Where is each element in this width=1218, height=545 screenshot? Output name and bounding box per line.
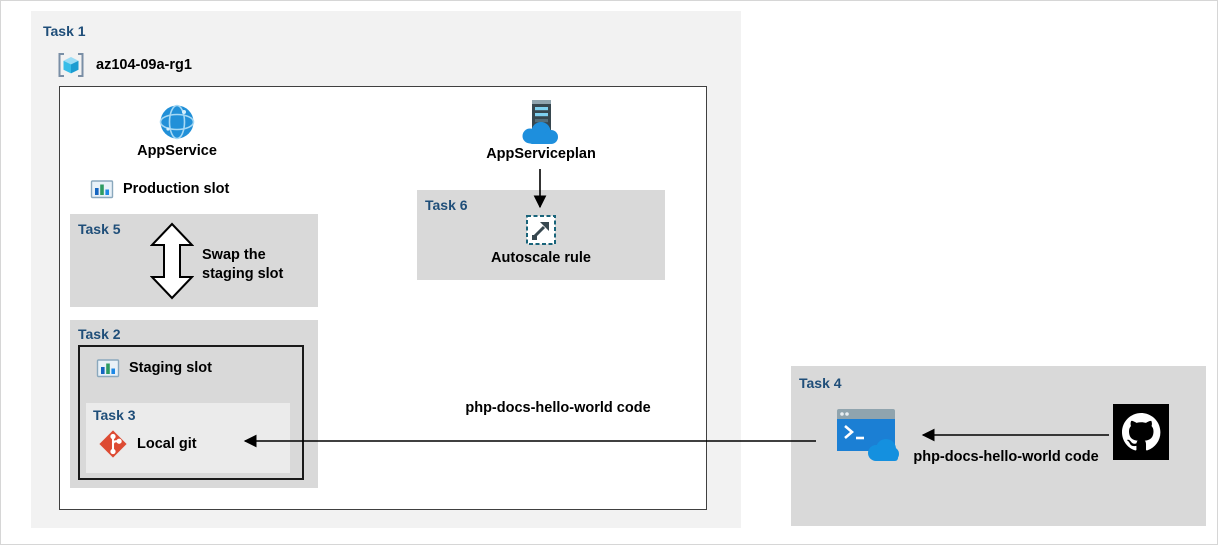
swap-arrow-icon bbox=[150, 222, 194, 300]
resource-group: az104-09a-rg1 bbox=[55, 49, 192, 81]
cloud-shell-icon bbox=[837, 409, 899, 461]
task4-code-label: php-docs-hello-world code bbox=[913, 449, 1099, 465]
staging-slot-label: Staging slot bbox=[129, 360, 212, 376]
task6-label: Task 6 bbox=[425, 197, 468, 213]
task3-box: Task 3 Local git bbox=[86, 403, 290, 473]
autoscale-rule-label: Autoscale rule bbox=[491, 250, 591, 266]
staging-slot-icon bbox=[96, 359, 120, 378]
task2-label: Task 2 bbox=[78, 326, 121, 342]
app-service: AppService bbox=[112, 102, 242, 160]
task1-label: Task 1 bbox=[43, 23, 86, 39]
task5-text: Swap the staging slot bbox=[202, 247, 284, 282]
autoscale-icon bbox=[526, 215, 556, 245]
task4-label: Task 4 bbox=[799, 375, 842, 391]
app-service-plan-label: AppServiceplan bbox=[486, 146, 596, 162]
app-service-plan-icon bbox=[522, 100, 558, 144]
resource-group-icon bbox=[58, 53, 84, 77]
task5-box: Task 5 Swap the staging slot bbox=[70, 214, 318, 307]
local-git: Local git bbox=[98, 429, 197, 459]
local-git-icon bbox=[99, 430, 127, 458]
local-git-label: Local git bbox=[137, 436, 197, 452]
app-service-plan: AppServiceplan bbox=[476, 99, 606, 163]
github-icon bbox=[1113, 404, 1169, 460]
task5-label: Task 5 bbox=[78, 221, 121, 237]
code-label: php-docs-hello-world code bbox=[465, 400, 651, 416]
staging-slot-box: Staging slot Task 3 bbox=[78, 345, 304, 480]
task2-box: Task 2 Staging slot Task 3 bbox=[70, 320, 318, 488]
production-slot-icon bbox=[90, 180, 114, 199]
task3-label: Task 3 bbox=[93, 407, 136, 423]
app-service-icon bbox=[159, 104, 195, 140]
production-slot: Production slot bbox=[90, 177, 229, 201]
task6-box: Task 6 Autoscale rule bbox=[417, 190, 665, 280]
task4-box: Task 4 php-docs-hello-world code bbox=[791, 366, 1206, 526]
resource-group-name: az104-09a-rg1 bbox=[96, 57, 192, 73]
app-service-label: AppService bbox=[137, 143, 217, 159]
staging-slot: Staging slot bbox=[96, 356, 212, 380]
app-service-outline-box: AppService AppServicepl bbox=[59, 86, 707, 510]
task1-container: Task 1 az104-09a-rg1 bbox=[31, 11, 741, 528]
production-slot-label: Production slot bbox=[123, 181, 230, 197]
